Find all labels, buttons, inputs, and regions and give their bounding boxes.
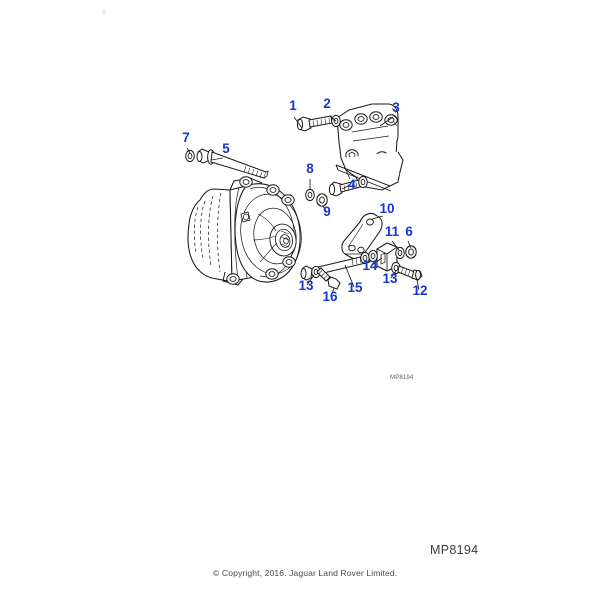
callout-2: 2 [323,96,331,111]
callout-12: 12 [412,283,427,298]
bracket-bore-2 [354,113,368,125]
callout-14: 14 [362,258,378,273]
sheet-code: MP8194 [430,543,478,557]
washer-plain [305,188,315,202]
boss-top-far [281,194,295,206]
slider-block [376,242,398,272]
bolt-short [316,267,341,290]
adjusting-bolt-long [300,254,371,281]
boss-top-right [266,184,280,196]
through-bolt-long [196,148,269,179]
washer-through-bolt [185,149,195,163]
alternator-body [187,176,302,286]
callout-13: 13 [298,278,314,293]
callout-leaders [186,115,420,297]
callout-10: 10 [379,201,394,216]
callout-16: 16 [322,289,338,304]
boss-bottom-right [265,268,279,280]
copyright-notice: © Copyright, 2016. Jaguar Land Rover Lim… [213,568,397,578]
pivot-bolt-upper [296,115,333,132]
callout-13b: 13 [382,271,398,286]
callout-11: 11 [385,224,400,239]
callout-4: 4 [348,177,356,192]
boss-bottom-far [282,256,296,268]
callout-6: 6 [405,224,413,239]
bracket-bore-3 [369,111,383,123]
paper-speck [101,9,107,15]
callout-15: 15 [347,280,363,295]
callout-9: 9 [323,204,331,219]
adjusting-link [341,212,383,260]
washer-link-inner [395,246,405,260]
boss-bottom-left [226,273,240,285]
callout-7: 7 [182,130,190,145]
bolt-link-outer [397,265,423,281]
callout-numbers: 1 2 3 4 5 6 7 8 9 10 11 12 13 14 15 16 1… [182,96,427,304]
callout-5: 5 [222,141,230,156]
boss-top-left [239,176,253,188]
figure-code: MP8194 [390,375,414,381]
bracket-bore-1 [339,119,353,131]
callout-8: 8 [306,161,314,176]
callout-3: 3 [392,100,400,115]
callout-1: 1 [289,98,297,113]
